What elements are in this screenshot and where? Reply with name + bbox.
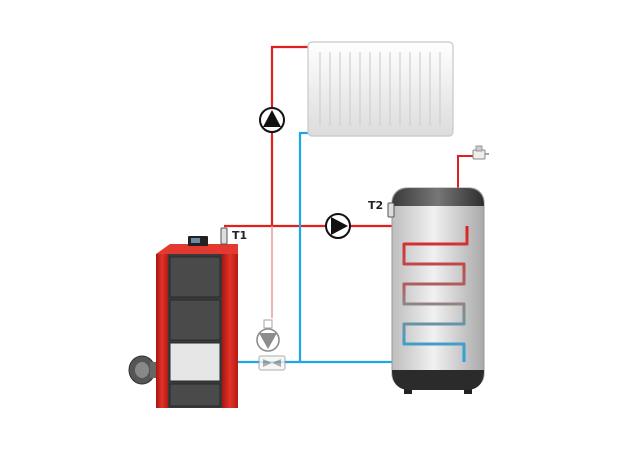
air-vent-icon xyxy=(472,145,489,160)
pump-icon xyxy=(259,107,285,133)
tank-heating-coil xyxy=(402,226,469,362)
hot-pipe-radiator-supply xyxy=(270,45,308,226)
sensor-label-t1: T1 xyxy=(232,229,247,242)
sensor-label-t2: T2 xyxy=(368,199,383,212)
pump-icon xyxy=(325,213,351,239)
solid-fuel-boiler-icon xyxy=(128,236,238,408)
boiler-temperature-sensor xyxy=(220,227,228,245)
radiator-icon xyxy=(307,41,454,137)
vent-pipe xyxy=(457,155,475,188)
tank-temperature-sensor xyxy=(387,202,395,218)
pump-icon xyxy=(256,319,280,352)
hot-water-tank-icon xyxy=(391,187,485,394)
valve-icon xyxy=(258,355,286,371)
cold-pipe-radiator-return xyxy=(298,131,308,362)
